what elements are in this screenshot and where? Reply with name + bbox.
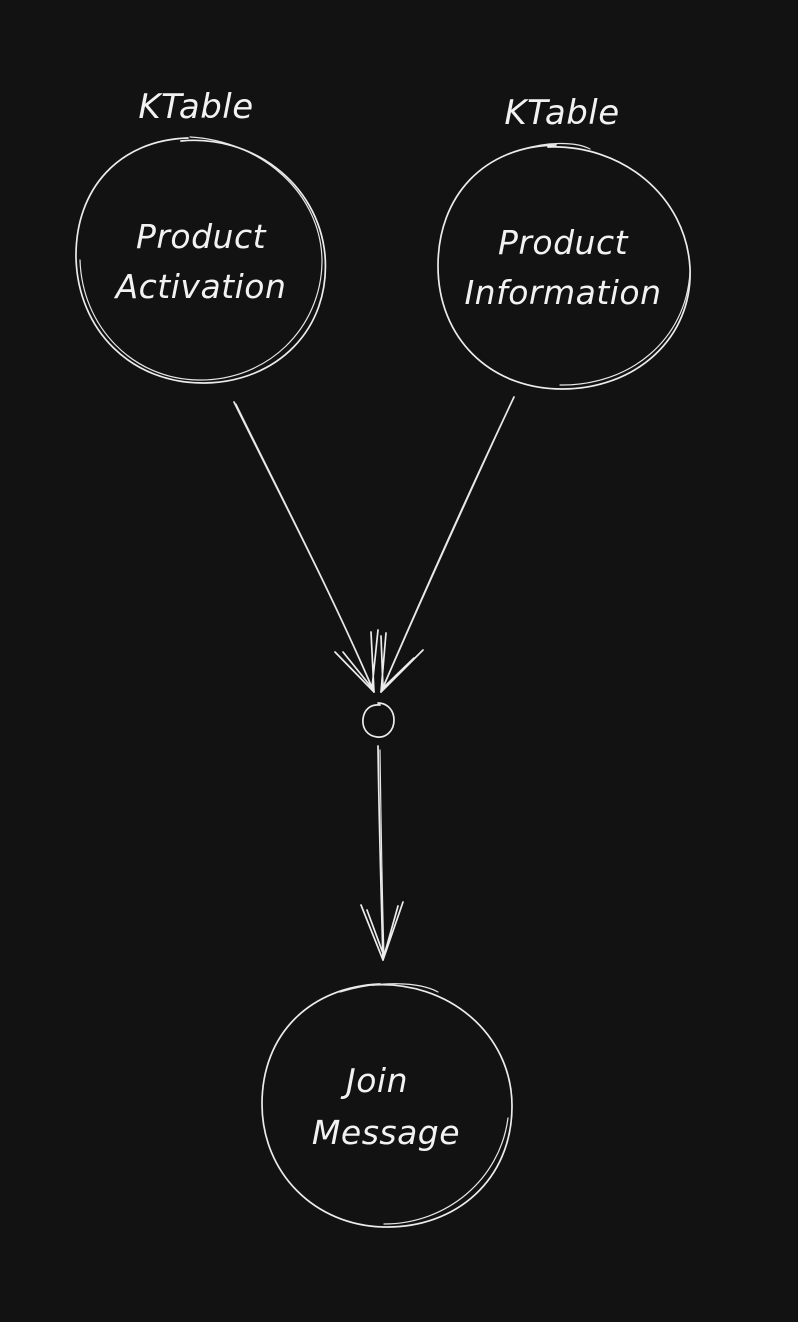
node-product-activation-type-label: KTable (138, 87, 253, 127)
node-join-message-circle (261, 983, 513, 1228)
node-product-activation-circle-overstroke (79, 136, 323, 381)
edge-information-arrowhead (380, 632, 424, 693)
edge-information-line-overstroke (382, 400, 513, 689)
edge-activation-arrowhead (334, 629, 379, 693)
join-point[interactable] (362, 702, 395, 738)
edge-join-to-message (360, 745, 404, 961)
node-join-message[interactable]: Join Message (261, 983, 513, 1228)
edge-information-to-join (380, 396, 515, 693)
node-product-information-line2: Information (464, 273, 661, 312)
edge-join-line-overstroke (379, 749, 385, 957)
node-join-message-circle-overstroke (339, 983, 509, 1225)
edge-activation-to-join (233, 401, 379, 693)
node-join-message-line2: Message (312, 1113, 460, 1152)
edge-join-arrowhead (360, 901, 404, 961)
edge-activation-line (233, 401, 375, 693)
join-point-circle (362, 702, 395, 738)
node-product-information[interactable]: KTable Product Information (437, 93, 691, 390)
node-product-activation-line2: Activation (114, 267, 287, 306)
node-product-activation-circle (75, 137, 327, 384)
node-product-activation-line1: Product (136, 217, 267, 256)
node-product-information-line1: Product (498, 223, 629, 262)
node-product-information-circle-overstroke (519, 142, 691, 386)
edge-activation-line-overstroke (235, 403, 373, 689)
node-product-information-type-label: KTable (504, 93, 619, 133)
edge-join-line (377, 745, 384, 961)
node-product-information-circle (437, 144, 691, 390)
node-join-message-line1: Join (340, 1061, 408, 1100)
node-product-activation[interactable]: KTable Product Activation (75, 87, 327, 384)
